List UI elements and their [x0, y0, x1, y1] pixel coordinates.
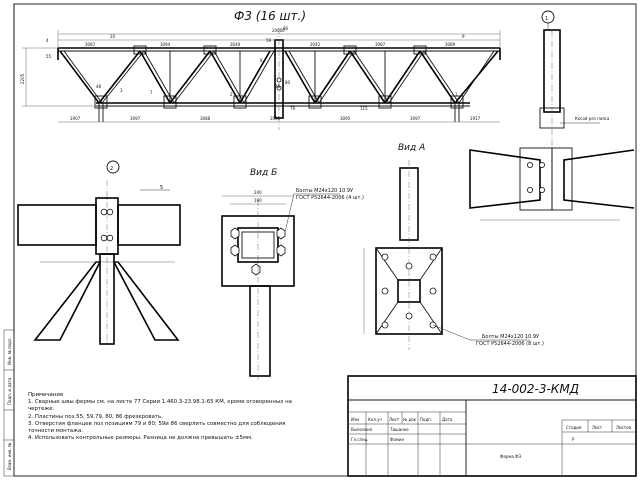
bolts-a-line2: ГОСТ Р52644-2006 (8 шт.) [476, 341, 544, 347]
position-mark: 2 [230, 92, 233, 97]
top-dim-label: 3089 [445, 42, 456, 47]
top-dim-label: 3049 [230, 42, 241, 47]
view-a-title: Вид А [398, 143, 425, 153]
svg-text:Лист: Лист [592, 425, 603, 430]
bolts-b-line2: ГОСТ Р52644-2006 (4 шт.) [296, 195, 364, 201]
height-dim: 2205 [20, 73, 25, 84]
stamp-text-b: Подп. и дата [7, 377, 12, 405]
position-mark: 79 [290, 106, 296, 111]
svg-text:Кол.уч: Кол.уч [368, 417, 382, 422]
truss-elevation: Ф3 (16 шт.) [20, 9, 501, 130]
bottom-dim-label: 3097 [410, 116, 421, 121]
position-mark: 10 [110, 34, 116, 39]
svg-text:Фомин: Фомин [390, 437, 405, 442]
svg-text:Тишанко: Тишанко [389, 427, 409, 432]
position-mark: 9 [462, 34, 465, 39]
view-b-title: Вид Б [250, 168, 277, 178]
svg-text:Изм: Изм [351, 417, 359, 422]
detail-1-marker: 1 [545, 16, 548, 22]
svg-text:№ док: № док [403, 417, 417, 422]
side-stamp: Инв. № подл. Подп. и дата Взам. инв. № [3, 329, 15, 477]
position-mark: 59 [266, 38, 272, 43]
position-mark: 80 [285, 80, 291, 85]
svg-text:Лист: Лист [389, 417, 400, 422]
position-mark: 48 [275, 84, 281, 89]
stamp-text-c: Взам. инв. № [7, 443, 12, 470]
stamp-text-a: Инв. № подл. [7, 337, 12, 365]
view-a: Вид А Болты М24х120 10.9У ГОСТ Р52644-20… [363, 143, 544, 350]
main-title: Ф3 (16 шт.) [234, 9, 306, 23]
position-mark: 48 [96, 84, 102, 89]
svg-text:Р: Р [572, 437, 575, 442]
position-mark: 7 [150, 90, 153, 95]
bottom-dim-label: 1917 [470, 116, 481, 121]
notes-heading: Примечание [28, 392, 64, 398]
position-mark: 1 [455, 92, 458, 97]
svg-text:Подп.: Подп. [420, 417, 432, 422]
bottom-dim-label: 1907 [70, 116, 81, 121]
svg-text:Листов: Листов [616, 425, 632, 430]
bottom-dim-label: 3095 [340, 116, 351, 121]
bottom-dim-label: 3088 [200, 116, 211, 121]
detail-2-marker: 2 [110, 166, 113, 172]
svg-text:Выполнил: Выполнил [351, 427, 373, 432]
detail-2: 2 5 [17, 160, 181, 345]
bolts-a-line1: Болты М24х120 10.9У [482, 334, 539, 340]
top-dim-label: 3087 [85, 42, 96, 47]
weld-mark-2: 5 [160, 185, 163, 191]
doc-code: 14-002-3-КМД [492, 382, 579, 396]
notes-block: Примечание 1. Сварные швы фермы см. на л… [28, 392, 328, 442]
position-mark: 8 [260, 58, 263, 63]
bottom-dim-label: 2000 [270, 116, 281, 121]
top-dim-label: 3094 [160, 42, 171, 47]
bolts-b-line1: Болты М24х120 10.9У [296, 188, 353, 194]
position-mark: 86 [283, 26, 289, 31]
svg-text:Гл.спец.: Гл.спец. [351, 437, 369, 442]
position-mark: 4 [46, 38, 49, 43]
sheet-name: Ферма Ф3 [500, 454, 522, 459]
svg-text:190: 190 [254, 198, 262, 203]
top-dim-label: 3087 [375, 42, 386, 47]
position-mark: 3 [120, 88, 123, 93]
bottom-dim-label: 3097 [130, 116, 141, 121]
svg-text:240: 240 [254, 190, 262, 195]
detail-1-note: Косой рез пояса [575, 116, 610, 121]
svg-text:Дата: Дата [442, 417, 453, 422]
view-b: Вид Б 240 190 Болты М24х120 10.9У ГОСТ Р… [221, 168, 364, 380]
title-block: 14-002-3-КМД Изм Кол.уч Лист № док Подп.… [347, 375, 637, 477]
top-dim-label: 3042 [310, 42, 321, 47]
position-mark: 55 [46, 54, 52, 59]
span-dim: 20000 [272, 28, 285, 33]
svg-text:Стадия: Стадия [566, 425, 582, 430]
detail-1: 1 Косой рез пояса [469, 10, 635, 221]
position-mark: 115 [360, 106, 368, 111]
